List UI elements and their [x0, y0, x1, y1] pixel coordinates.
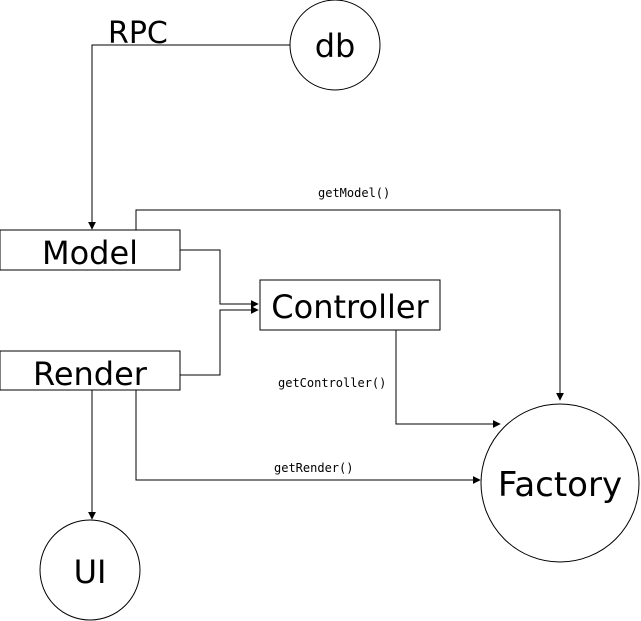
edge-controller-to-factory [395, 330, 501, 428]
node-ui-label: UI [74, 553, 107, 591]
edge-label-get-render: getRender() [274, 461, 353, 475]
node-model: Model [0, 229, 181, 272]
edge-render-to-controller [180, 306, 259, 376]
edge-db-to-model [88, 44, 290, 230]
node-db: db [289, 0, 381, 91]
edge-label-get-controller: getController() [278, 376, 386, 390]
node-factory: Factory [480, 403, 640, 563]
edge-model-to-controller [180, 249, 259, 308]
edge-render-to-factory [135, 390, 481, 484]
node-db-label: db [315, 27, 356, 65]
edge-label-get-model: getModel() [318, 186, 390, 200]
node-controller-label: Controller [271, 288, 429, 326]
node-controller: Controller [259, 279, 441, 331]
node-factory-label: Factory [498, 465, 622, 505]
node-ui: UI [39, 519, 141, 621]
node-render-label: Render [33, 355, 148, 393]
edge-model-to-factory [135, 209, 564, 401]
edge-label-rpc: RPC [108, 16, 168, 51]
node-model-label: Model [42, 234, 138, 272]
node-render: Render [0, 350, 181, 393]
